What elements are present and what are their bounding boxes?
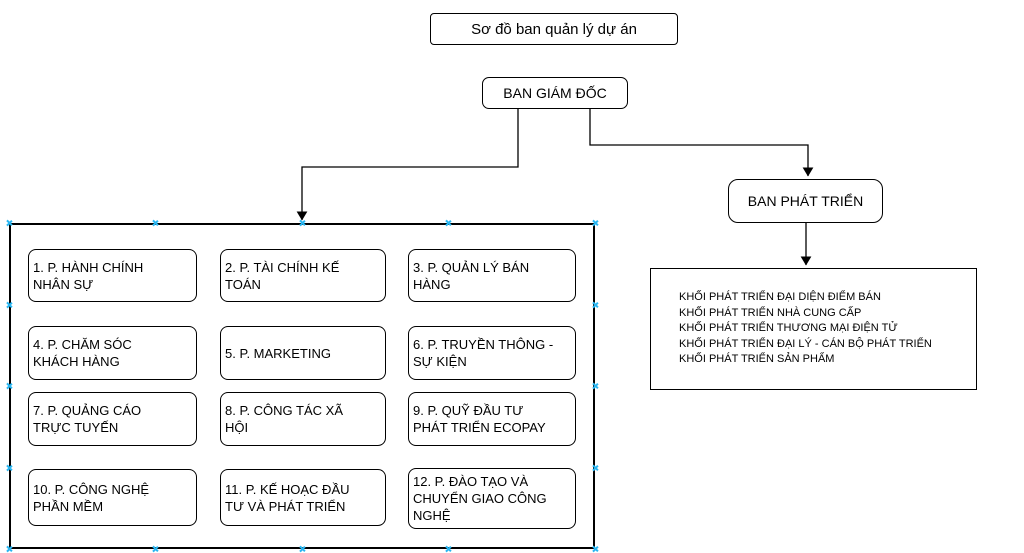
department-label: 10. P. CÔNG NGHỆ PHẦN MỀM bbox=[33, 481, 150, 514]
development-units-node[interactable]: KHỐI PHÁT TRIỂN ĐẠI DIỆN ĐIỂM BÁN KHỐI P… bbox=[650, 268, 977, 390]
department-label: 1. P. HÀNH CHÍNH NHÂN SỰ bbox=[33, 259, 144, 292]
director-node[interactable]: BAN GIÁM ĐỐC bbox=[482, 77, 628, 109]
department-node[interactable]: 12. P. ĐÀO TẠO VÀ CHUYỂN GIAO CÔNG NGHỆ bbox=[408, 468, 576, 529]
connector-director-to-departments[interactable] bbox=[296, 109, 519, 221]
development-unit-line: KHỐI PHÁT TRIỂN SẢN PHẨM bbox=[679, 353, 835, 366]
department-label: 6. P. TRUYỀN THÔNG - SỰ KIỆN bbox=[413, 337, 554, 369]
department-node[interactable]: 1. P. HÀNH CHÍNH NHÂN SỰ bbox=[28, 249, 197, 302]
connection-point[interactable] bbox=[592, 383, 599, 390]
development-node[interactable]: BAN PHÁT TRIỂN bbox=[728, 179, 883, 223]
department-node[interactable]: 2. P. TÀI CHÍNH KẾ TOÁN bbox=[220, 249, 386, 302]
development-label: BAN PHÁT TRIỂN bbox=[747, 193, 864, 209]
department-label: 7. P. QUẢNG CÁO TRỰC TUYẾN bbox=[33, 403, 142, 435]
diagram-title: Sơ đồ ban quản lý dự án bbox=[471, 20, 637, 38]
department-node[interactable]: 3. P. QUẢN LÝ BÁN HÀNG bbox=[408, 249, 576, 302]
connection-point[interactable] bbox=[299, 546, 306, 553]
department-label: 11. P. KẾ HOẠC ĐẦU TƯ VÀ PHÁT TRIỂN bbox=[225, 481, 350, 514]
connection-point[interactable] bbox=[6, 301, 13, 308]
department-label: 4. P. CHĂM SÓC KHÁCH HÀNG bbox=[33, 337, 132, 369]
department-node[interactable]: 6. P. TRUYỀN THÔNG - SỰ KIỆN bbox=[408, 326, 576, 380]
department-node[interactable]: 7. P. QUẢNG CÁO TRỰC TUYẾN bbox=[28, 392, 197, 446]
department-label: 5. P. MARKETING bbox=[225, 345, 331, 361]
connection-point[interactable] bbox=[445, 546, 452, 553]
development-unit-line: KHỐI PHÁT TRIỂN NHÀ CUNG CẤP bbox=[679, 306, 862, 319]
department-node[interactable]: 10. P. CÔNG NGHỆ PHẦN MỀM bbox=[28, 469, 197, 526]
development-unit-line: KHỐI PHÁT TRIỂN ĐẠI DIỆN ĐIỂM BÁN bbox=[679, 291, 881, 304]
diagram-title-node[interactable]: Sơ đồ ban quản lý dự án bbox=[430, 13, 678, 45]
department-label: 12. P. ĐÀO TẠO VÀ CHUYỂN GIAO CÔNG NGHỆ bbox=[413, 474, 547, 523]
connection-point[interactable] bbox=[6, 383, 13, 390]
connection-point[interactable] bbox=[6, 220, 13, 227]
connection-point[interactable] bbox=[6, 546, 13, 553]
connection-point[interactable] bbox=[6, 464, 13, 471]
connection-point[interactable] bbox=[592, 301, 599, 308]
department-node[interactable]: 4. P. CHĂM SÓC KHÁCH HÀNG bbox=[28, 326, 197, 380]
department-label: 8. P. CÔNG TÁC XÃ HỘI bbox=[225, 403, 344, 435]
department-node[interactable]: 5. P. MARKETING bbox=[220, 326, 386, 380]
development-unit-line: KHỐI PHÁT TRIỂN THƯƠNG MẠI ĐIỆN TỬ bbox=[679, 322, 898, 335]
connector-director-to-development[interactable] bbox=[589, 109, 814, 177]
department-label: 9. P. QUỸ ĐẦU TƯ PHÁT TRIỂN ECOPAY bbox=[413, 403, 546, 435]
department-node[interactable]: 11. P. KẾ HOẠC ĐẦU TƯ VÀ PHÁT TRIỂN bbox=[220, 469, 386, 526]
connection-point[interactable] bbox=[592, 546, 599, 553]
connection-point[interactable] bbox=[445, 220, 452, 227]
connection-point[interactable] bbox=[152, 546, 159, 553]
department-node[interactable]: 8. P. CÔNG TÁC XÃ HỘI bbox=[220, 392, 386, 446]
director-label: BAN GIÁM ĐỐC bbox=[503, 85, 607, 101]
connection-point[interactable] bbox=[592, 464, 599, 471]
department-label: 2. P. TÀI CHÍNH KẾ TOÁN bbox=[225, 259, 340, 292]
development-unit-line: KHỐI PHÁT TRIỂN ĐẠI LÝ - CÁN BỘ PHÁT TRI… bbox=[679, 337, 932, 350]
departments-group[interactable]: 1. P. HÀNH CHÍNH NHÂN SỰ 2. P. TÀI CHÍNH… bbox=[9, 223, 595, 549]
department-label: 3. P. QUẢN LÝ BÁN HÀNG bbox=[413, 259, 530, 292]
connection-point[interactable] bbox=[592, 220, 599, 227]
department-node[interactable]: 9. P. QUỸ ĐẦU TƯ PHÁT TRIỂN ECOPAY bbox=[408, 392, 576, 446]
connection-point[interactable] bbox=[299, 220, 306, 227]
connection-point[interactable] bbox=[152, 220, 159, 227]
